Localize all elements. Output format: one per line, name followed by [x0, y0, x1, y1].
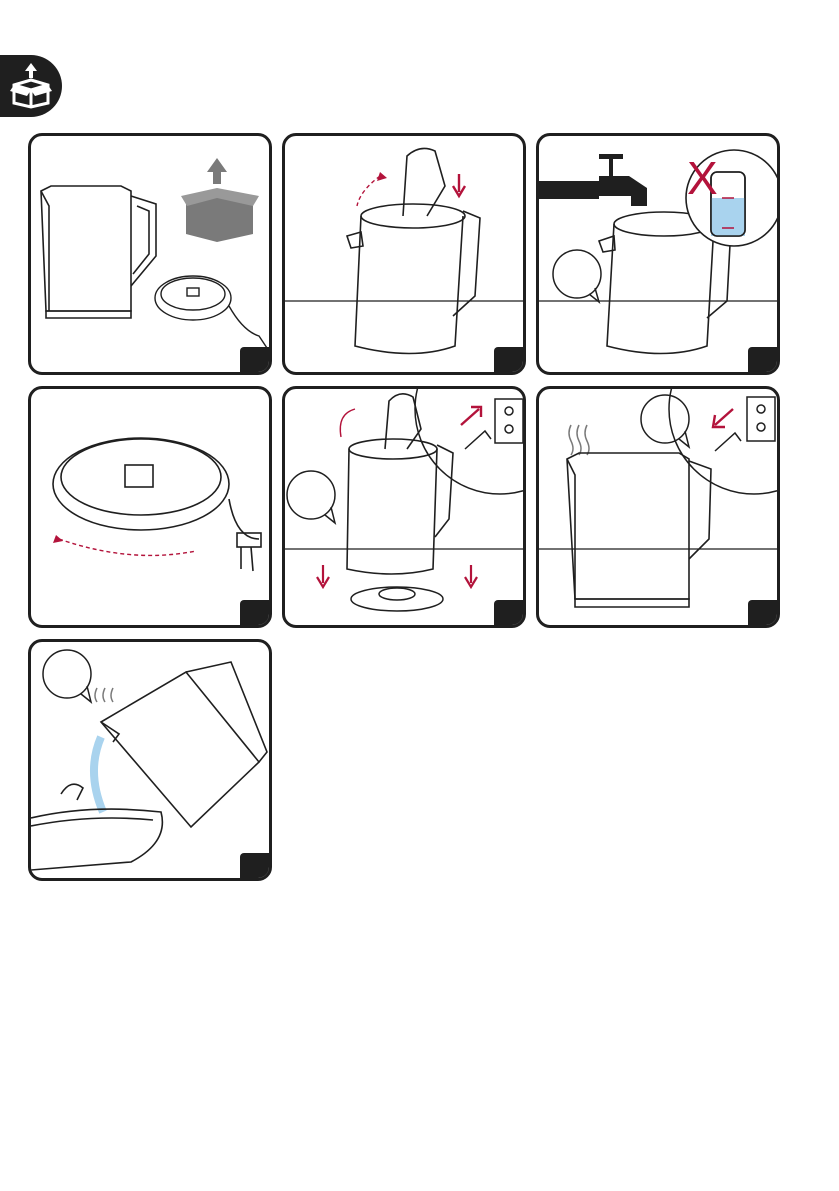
kettle-open-lid-illustration — [347, 394, 453, 574]
step-number — [240, 853, 270, 879]
base-illustration — [351, 587, 443, 611]
power-base-illustration — [155, 276, 267, 348]
speech-bubble-icon — [553, 250, 601, 302]
kettle-illustration — [41, 186, 156, 318]
step-panel-4 — [28, 386, 272, 628]
step-panel-7 — [28, 639, 272, 881]
box-arrow-icon — [181, 158, 259, 242]
kettle-tilted-illustration — [101, 662, 267, 827]
plug-in-arrow-icon — [461, 407, 481, 425]
speech-bubble-icon — [641, 395, 689, 447]
step-number — [494, 600, 524, 626]
speech-bubble-icon — [43, 650, 91, 702]
step-number — [240, 600, 270, 626]
steam-icon — [95, 688, 113, 702]
steam-icon — [569, 425, 589, 455]
step-panel-1 — [28, 133, 272, 375]
step-number — [240, 347, 270, 373]
unpack-box-icon — [0, 55, 62, 117]
prohibited-x-icon: X — [687, 152, 718, 204]
kettle-closed-illustration — [567, 453, 711, 607]
water-stream — [94, 737, 103, 812]
step-panel-6 — [536, 386, 780, 628]
speech-bubble-icon — [287, 471, 335, 523]
wall-socket-callout — [669, 389, 780, 494]
step-panel-3: X — [536, 133, 780, 375]
step-panel-5 — [282, 386, 526, 628]
wall-socket-callout — [415, 389, 526, 494]
step-number — [748, 600, 778, 626]
tap-icon — [539, 154, 647, 206]
step-number — [494, 347, 524, 373]
unplug-arrow-icon — [713, 409, 733, 427]
step-panel-2 — [282, 133, 526, 375]
step-number — [748, 347, 778, 373]
power-base-bottom-illustration — [53, 438, 261, 571]
down-arrow-icon — [453, 174, 465, 196]
